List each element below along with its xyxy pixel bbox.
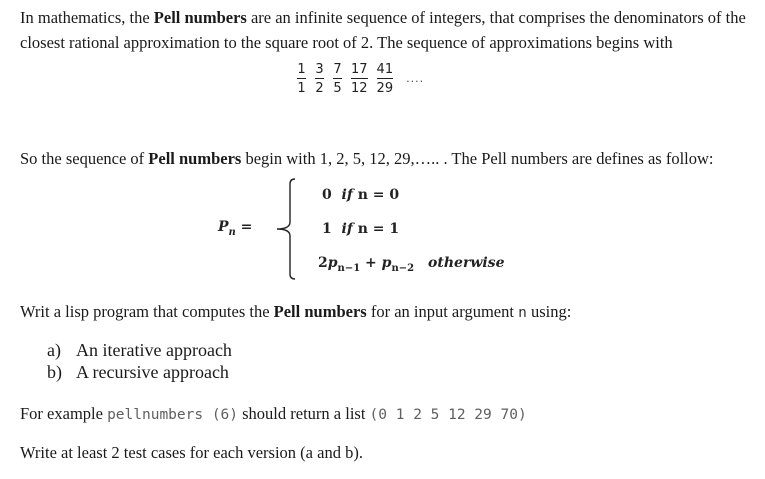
fraction: 3 2: [315, 62, 324, 96]
task-paragraph: Writ a lisp program that computes the Pe…: [20, 299, 755, 326]
fraction-numerator: 41: [376, 62, 394, 77]
example-argument: (6): [203, 407, 239, 423]
list-item-text: A recursive approach: [76, 362, 229, 382]
example-text-1: For example: [20, 404, 108, 423]
intro-text-1: In mathematics, the: [20, 8, 154, 27]
fraction-denominator: 2: [315, 81, 324, 96]
fraction: 17 12: [351, 62, 368, 96]
list-marker: a): [47, 340, 61, 360]
fraction-denominator: 1: [297, 81, 306, 96]
fraction-denominator: 12: [351, 81, 368, 96]
sequence-paragraph: So the sequence of Pell numbers begin wi…: [20, 146, 755, 171]
list-item: a) An iterative approach: [47, 339, 232, 361]
case-term-subscript: n−1: [337, 262, 361, 274]
case-term-p: p: [381, 255, 392, 271]
fraction-bar: [376, 78, 394, 79]
fraction-numerator: 1: [297, 62, 306, 77]
case-term-subscript: n−2: [391, 262, 415, 274]
case-condition: n = 1: [352, 221, 400, 237]
fraction-bar: [297, 78, 306, 79]
example-paragraph: For example pellnumbers (6) should retur…: [20, 401, 755, 428]
formula-lhs: Pn =: [218, 219, 252, 238]
formula-case-zero: 0 if n = 0: [322, 187, 399, 203]
case-condition-if: if: [341, 187, 353, 203]
fraction-bar: [333, 78, 342, 79]
task-text-1: Writ a lisp program that computes the: [20, 302, 274, 321]
case-condition: n = 0: [352, 187, 400, 203]
example-result: (0 1 2 5 12 29 70): [369, 407, 527, 423]
sequence-term-pell-numbers: Pell numbers: [148, 149, 242, 168]
task-argument-n: n: [518, 305, 527, 321]
case-plus: +: [360, 255, 382, 271]
formula-case-one: 1 if n = 1: [322, 221, 399, 237]
fraction-bar: [351, 78, 368, 79]
task-term-pell-numbers: Pell numbers: [273, 302, 367, 321]
fraction: 7 5: [333, 62, 342, 96]
fraction: 1 1: [297, 62, 306, 96]
fraction: 41 29: [376, 62, 394, 96]
case-value: 1: [322, 221, 332, 237]
case-coefficient: 2: [318, 255, 328, 271]
test-cases-paragraph: Write at least 2 test cases for each ver…: [20, 443, 363, 462]
curly-brace-icon: [276, 178, 296, 280]
task-text-2: for an input argument: [366, 302, 519, 321]
fraction-denominator: 5: [333, 81, 342, 96]
task-text-3: using:: [526, 302, 572, 321]
example-text-2: should return a list: [238, 404, 370, 423]
list-item: b) A recursive approach: [47, 361, 232, 383]
sequence-text-2: begin with 1, 2, 5, 12, 29,….. . The Pel…: [241, 149, 714, 168]
intro-term-pell-numbers: Pell numbers: [153, 8, 247, 27]
fraction-ellipsis: ....: [406, 72, 425, 85]
sequence-text-1: So the sequence of: [20, 149, 149, 168]
case-term-p: p: [327, 255, 338, 271]
intro-text-2: are an infinite sequence of integers, th…: [20, 8, 746, 52]
list-item-text: An iterative approach: [76, 340, 232, 360]
fraction-numerator: 3: [315, 62, 324, 77]
fraction-numerator: 7: [333, 62, 342, 77]
fraction-numerator: 17: [351, 62, 368, 77]
intro-paragraph: In mathematics, the Pell numbers are an …: [20, 5, 755, 55]
formula-equals: =: [235, 219, 253, 235]
formula-lhs-subscript: n: [228, 226, 236, 238]
fraction-denominator: 29: [376, 81, 394, 96]
fraction-bar: [315, 78, 324, 79]
list-marker: b): [47, 362, 62, 382]
approximation-fractions: 1 1 3 2 7 5 17 12 41 29 ....: [297, 62, 424, 96]
case-condition-if: if: [341, 221, 353, 237]
formula-lhs-base: P: [218, 219, 229, 235]
approaches-list: a) An iterative approach b) A recursive …: [47, 339, 232, 383]
case-value: 0: [322, 187, 332, 203]
example-function-name: pellnumbers: [107, 407, 204, 423]
case-otherwise: otherwise: [428, 255, 505, 271]
